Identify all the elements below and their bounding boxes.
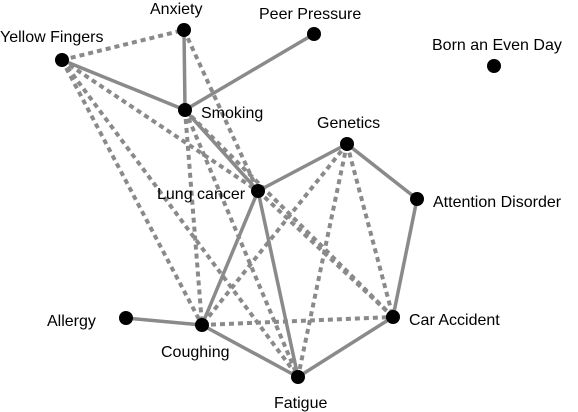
edge-genetics-to-fatigue-dashed: [296, 143, 349, 378]
node-yellow-fingers: [55, 53, 69, 67]
edge-yellow-fingers-to-smoking-solid: [61, 58, 186, 112]
edges-layer: [60, 28, 419, 379]
node-lung-cancer: [251, 184, 265, 198]
node-label-allergy: Allergy: [47, 313, 96, 330]
node-attention-disorder: [410, 192, 424, 206]
node-coughing: [195, 318, 209, 332]
edge-yellow-fingers-to-anxiety-dashed: [61, 28, 185, 62]
nodes-layer: [55, 23, 501, 384]
edge-yellow-fingers-to-coughing-dashed: [60, 59, 204, 326]
edge-lung-cancer-to-car-accident-dashed: [256, 189, 395, 319]
node-label-coughing: Coughing: [161, 344, 230, 361]
node-label-peer-pressure: Peer Pressure: [259, 6, 361, 23]
edge-coughing-to-car-accident-dashed: [201, 315, 394, 327]
node-label-born-an-even-day: Born an Even Day: [432, 37, 562, 54]
node-smoking: [178, 103, 192, 117]
node-anxiety: [177, 23, 191, 37]
node-label-attention-disorder: Attention Disorder: [433, 194, 562, 211]
node-label-lung-cancer: Lung cancer: [157, 186, 246, 203]
node-fatigue: [291, 370, 305, 384]
edge-genetics-to-lung-cancer-solid: [257, 142, 348, 193]
node-born-an-even-day: [487, 59, 501, 73]
node-label-anxiety: Anxiety: [150, 1, 202, 18]
edge-anxiety-to-smoking-solid: [182, 29, 187, 111]
node-peer-pressure: [307, 27, 321, 41]
edge-smoking-to-coughing-dashed: [183, 109, 204, 326]
edge-smoking-to-fatigue-dashed: [183, 109, 300, 378]
edge-yellow-fingers-to-fatigue-dashed: [60, 58, 300, 379]
edge-anxiety-to-lung-cancer-dashed: [182, 29, 260, 192]
edge-genetics-to-attention-disorder-solid: [345, 142, 419, 201]
node-label-fatigue: Fatigue: [274, 395, 327, 412]
node-label-yellow-fingers: Yellow Fingers: [0, 29, 103, 46]
edge-genetics-to-coughing-dashed: [200, 142, 349, 327]
edge-peer-pressure-to-smoking-solid: [184, 32, 315, 112]
node-label-genetics: Genetics: [317, 115, 380, 132]
edge-lung-cancer-to-fatigue-solid: [256, 190, 300, 378]
node-label-smoking: Smoking: [201, 105, 263, 122]
edge-genetics-to-car-accident-dashed: [345, 143, 395, 318]
edge-coughing-to-fatigue-solid: [201, 323, 299, 379]
edge-yellow-fingers-to-lung-cancer-dashed: [60, 58, 260, 193]
edge-allergy-to-coughing-solid: [125, 316, 203, 327]
edge-fatigue-to-car-accident-solid: [297, 315, 394, 379]
edge-lung-cancer-to-coughing-solid: [200, 190, 260, 326]
node-allergy: [119, 311, 133, 325]
node-genetics: [340, 137, 354, 151]
edge-attention-disorder-to-car-accident-solid: [391, 198, 419, 318]
node-car-accident: [386, 310, 400, 324]
node-label-car-accident: Car Accident: [409, 312, 500, 329]
edge-smoking-to-lung-cancer-solid: [183, 108, 260, 193]
